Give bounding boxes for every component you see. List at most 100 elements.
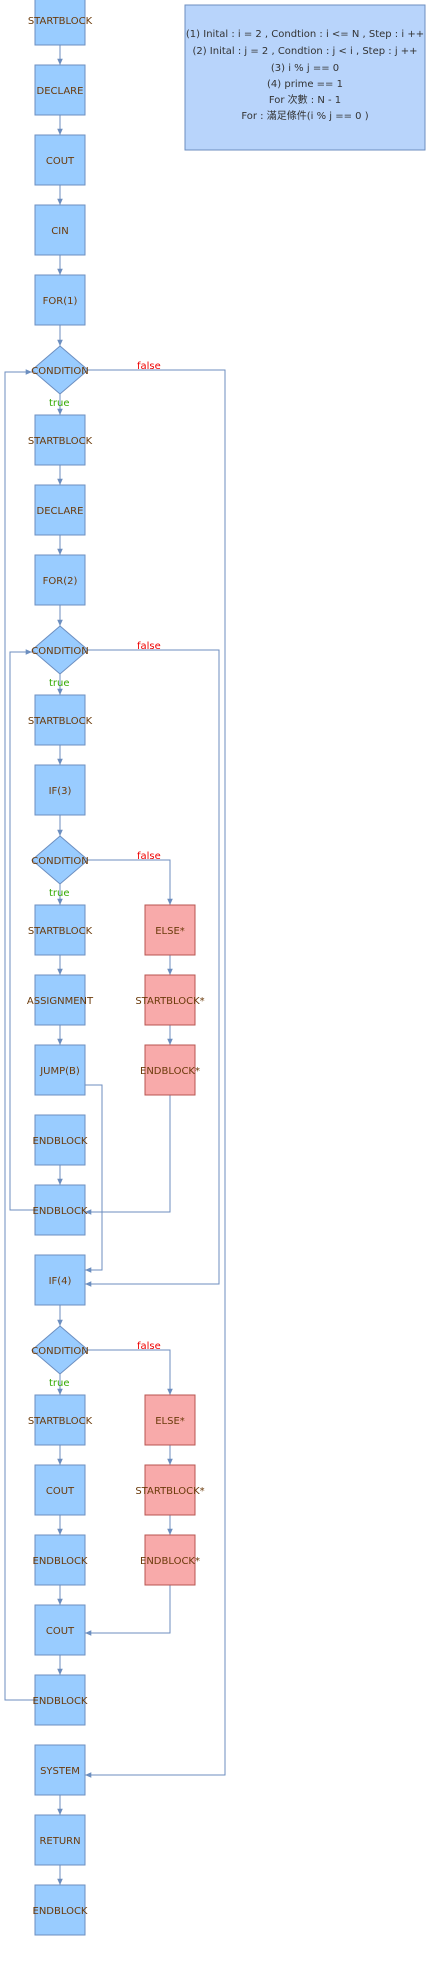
process-box [144, 1394, 196, 1446]
node-label-start5: STARTBLOCK [28, 1416, 93, 1427]
node-end3: ENDBLOCK [33, 1534, 88, 1586]
process-box [34, 1534, 86, 1586]
node-return: RETURN [34, 1814, 86, 1866]
node-assign: ASSIGNMENT [27, 974, 94, 1026]
node-cond4: CONDITION [31, 1325, 89, 1375]
process-box [34, 764, 86, 816]
process-box [34, 694, 86, 746]
node-label-else1: ELSE* [155, 926, 185, 937]
false-label-cond3: false [137, 851, 161, 862]
node-cout2: COUT [34, 1464, 86, 1516]
edge-else2-merge [85, 1585, 171, 1636]
process-box [34, 1254, 86, 1306]
decision-diamond [31, 345, 89, 395]
node-for1: FOR(1) [34, 274, 86, 326]
node-label-eend2: ENDBLOCK* [140, 1556, 200, 1567]
process-box [34, 1814, 86, 1866]
node-else1: ELSE* [144, 904, 196, 956]
node-if4: IF(4) [34, 1254, 86, 1306]
edge-loop-back-for1 [4, 369, 35, 1701]
node-label-start3: STARTBLOCK [28, 716, 93, 727]
node-label-for1: FOR(1) [43, 296, 78, 307]
node-label-jump: JUMP(B) [39, 1066, 80, 1077]
node-end4: ENDBLOCK [33, 1674, 88, 1726]
process-box [144, 904, 196, 956]
legend-line-4: (4) prime == 1 [267, 79, 343, 90]
legend-note: (1) Inital : i = 2 , Condtion : i <= N ,… [184, 4, 426, 151]
node-cond3: CONDITION [31, 835, 89, 885]
node-label-cond4: CONDITION [31, 1346, 88, 1357]
false-label-cond1: false [137, 361, 161, 372]
node-cond2: CONDITION [31, 625, 89, 675]
process-box [34, 1114, 86, 1166]
process-box [34, 1464, 86, 1516]
process-box [34, 974, 86, 1026]
process-box [34, 904, 86, 956]
process-box [144, 974, 196, 1026]
process-box [34, 1604, 86, 1656]
node-declare1: DECLARE [34, 64, 86, 116]
node-label-end3: ENDBLOCK [33, 1556, 88, 1567]
process-box [34, 554, 86, 606]
node-label-end1: ENDBLOCK [33, 1136, 88, 1147]
process-box [34, 134, 86, 186]
node-label-eend1: ENDBLOCK* [140, 1066, 200, 1077]
true-label-cond4: true [49, 1378, 70, 1389]
edge-cond2-false [85, 649, 220, 1287]
edge-cond4-false [88, 1349, 173, 1395]
process-box [34, 484, 86, 536]
node-estart1: STARTBLOCK* [135, 974, 205, 1026]
node-eend2: ENDBLOCK* [140, 1534, 200, 1586]
node-label-cout2: COUT [46, 1486, 75, 1497]
edge-else1-merge [85, 1095, 171, 1215]
process-box [34, 1744, 86, 1796]
node-start5: STARTBLOCK [28, 1394, 93, 1446]
node-label-estart2: STARTBLOCK* [135, 1486, 204, 1497]
node-label-start4: STARTBLOCK [28, 926, 93, 937]
process-box [34, 0, 86, 46]
legend-line-2: (2) Inital : j = 2 , Condtion : j < i , … [192, 46, 417, 57]
node-label-end2: ENDBLOCK [33, 1206, 88, 1217]
node-label-start2: STARTBLOCK [28, 436, 93, 447]
decision-diamond [31, 625, 89, 675]
node-start4: STARTBLOCK [28, 904, 93, 956]
node-eend1: ENDBLOCK* [140, 1044, 200, 1096]
node-start1: STARTBLOCK [28, 0, 93, 46]
node-cond1: CONDITION [31, 345, 89, 395]
node-jump: JUMP(B) [34, 1044, 86, 1096]
node-start2: STARTBLOCK [28, 414, 93, 466]
node-label-if3: IF(3) [49, 786, 72, 797]
process-box [144, 1044, 196, 1096]
true-label-cond3: true [49, 888, 70, 899]
node-estart2: STARTBLOCK* [135, 1464, 205, 1516]
true-label-cond1: true [49, 398, 70, 409]
decision-diamond [31, 835, 89, 885]
node-label-cond1: CONDITION [31, 366, 88, 377]
edge-cond1-false [85, 369, 226, 1778]
node-label-cout1: COUT [46, 156, 75, 167]
true-label-cond2: true [49, 678, 70, 689]
decision-diamond [31, 1325, 89, 1375]
node-else2: ELSE* [144, 1394, 196, 1446]
edge-jump-to-if4 [85, 1084, 103, 1273]
false-label-cond2: false [137, 641, 161, 652]
legend-line-3: (3) i % j == 0 [271, 63, 339, 74]
node-declare2: DECLARE [34, 484, 86, 536]
node-label-cond2: CONDITION [31, 646, 88, 657]
process-box [34, 1674, 86, 1726]
node-start3: STARTBLOCK [28, 694, 93, 746]
node-label-system: SYSTEM [40, 1766, 80, 1777]
process-box [144, 1534, 196, 1586]
process-box [34, 414, 86, 466]
legend-line-1: (1) Inital : i = 2 , Condtion : i <= N ,… [186, 29, 424, 40]
node-label-assign: ASSIGNMENT [27, 996, 94, 1007]
node-cin: CIN [34, 204, 86, 256]
process-box [34, 1184, 86, 1236]
process-box [34, 64, 86, 116]
false-label-cond4: false [137, 1341, 161, 1352]
node-end5: ENDBLOCK [33, 1884, 88, 1936]
process-box [144, 1464, 196, 1516]
node-cout1: COUT [34, 134, 86, 186]
node-label-end4: ENDBLOCK [33, 1696, 88, 1707]
